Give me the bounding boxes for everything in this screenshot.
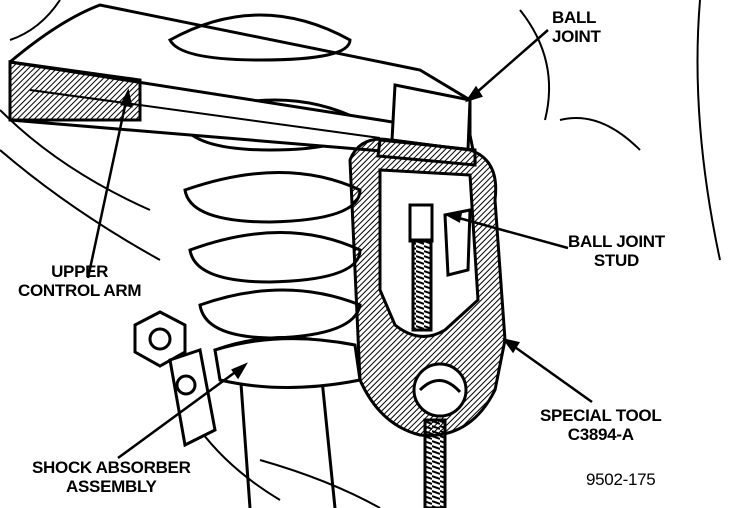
figure-number: 9502-175 — [586, 470, 656, 489]
label-upper-control-arm: UPPER CONTROL ARM — [18, 262, 142, 300]
leader-ball-joint — [467, 29, 549, 101]
shock-absorber — [213, 337, 362, 508]
ball-joint-stud — [408, 203, 472, 508]
leader-ball-joint-stud — [447, 213, 569, 250]
leader-shock-absorber — [117, 363, 246, 460]
leader-special-tool — [504, 338, 593, 404]
label-shock-absorber: SHOCK ABSORBER ASSEMBLY — [32, 458, 191, 496]
label-ball-joint: BALL JOINT — [552, 8, 601, 46]
upper-control-arm — [8, 3, 477, 162]
nut — [133, 310, 187, 368]
label-special-tool: SPECIAL TOOL C3894-A — [540, 406, 662, 444]
coil-spring — [168, 13, 362, 380]
vehicle-body-outline — [0, 0, 721, 508]
label-ball-joint-stud: BALL JOINT STUD — [568, 232, 665, 270]
leader-lines — [86, 29, 593, 460]
bracket — [168, 348, 217, 448]
leader-upper-control-arm — [86, 91, 130, 279]
